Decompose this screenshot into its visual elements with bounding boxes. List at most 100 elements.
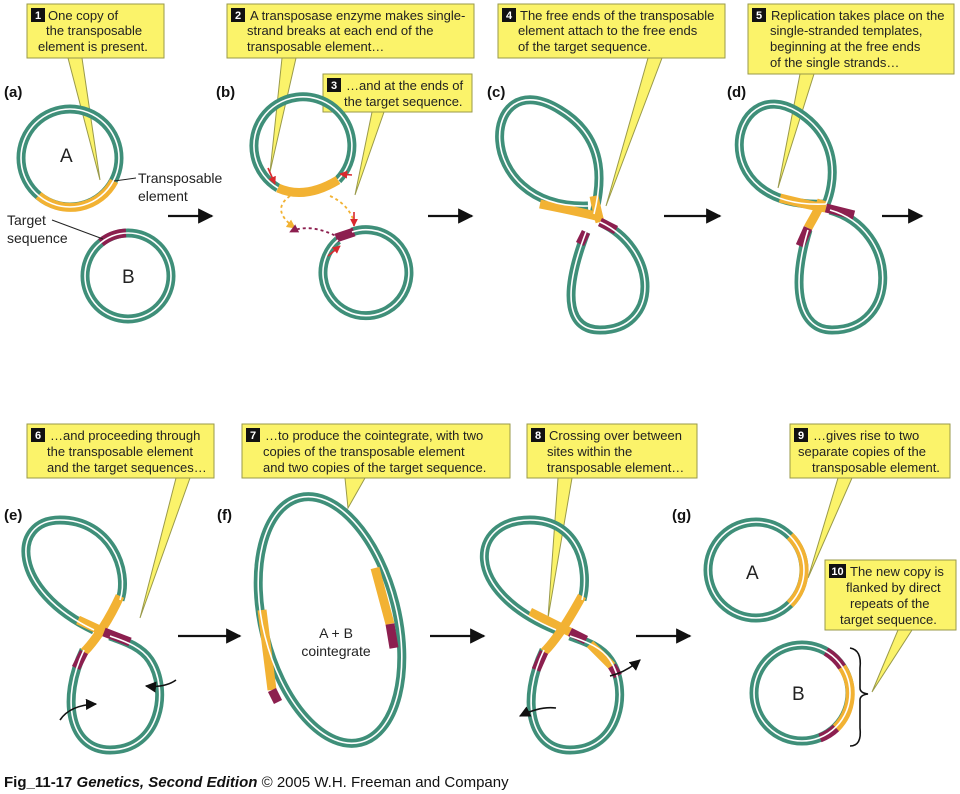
callout-2-tail — [269, 57, 297, 173]
callout-7-line-1: …to produce the cointegrate, with two — [265, 428, 483, 443]
callout-1-line-1: One copy of — [48, 8, 118, 23]
panel-label-d: (d) — [727, 84, 746, 101]
callout-6-line-1: …and proceeding through — [50, 428, 200, 443]
callout-10-number: 10 — [831, 566, 843, 578]
callout-7: 7 …to produce the cointegrate, with two … — [241, 423, 511, 479]
callout-7-tail — [344, 477, 366, 510]
callout-3-line-2: the target sequence. — [344, 94, 463, 109]
plasmid-b — [80, 228, 176, 324]
label-target: Target — [7, 212, 46, 228]
panel-e — [21, 515, 177, 755]
figure8-c-top — [495, 95, 604, 216]
callout-2: 2 A transposase enzyme makes single- str… — [226, 3, 475, 59]
callout-4-line-1: The free ends of the transposable — [520, 8, 714, 23]
panel-label-g: (g) — [672, 507, 691, 524]
callout-4-tail — [605, 57, 663, 207]
label-b: B — [122, 267, 135, 288]
panel-g: A B — [703, 517, 869, 747]
label-b-g: B — [792, 684, 805, 705]
panel-label-e: (e) — [4, 507, 22, 524]
callout-7-line-3: and two copies of the target sequence. — [263, 460, 486, 475]
panel-label-b: (b) — [216, 84, 235, 101]
panel-f: A + B cointegrate — [253, 492, 407, 748]
callout-10-badge — [829, 564, 846, 578]
label-sequence: sequence — [7, 230, 68, 246]
callout-3-tail — [354, 111, 385, 196]
callout-2-line-3: transposable element… — [247, 39, 384, 54]
process-arrows — [168, 208, 924, 644]
panel-label-a: (a) — [4, 84, 22, 101]
panel-b — [249, 92, 414, 321]
break-arrow-2 — [339, 170, 353, 179]
callout-10-line-3: repeats of the — [850, 596, 930, 611]
callout-10-line-2: flanked by direct — [846, 580, 941, 595]
callout-7-number: 7 — [250, 430, 256, 442]
callout-8-number: 8 — [535, 430, 541, 442]
plasmid-g-b — [749, 640, 855, 746]
panel-label-c: (c) — [487, 84, 505, 101]
callout-6-line-3: and the target sequences… — [47, 460, 207, 475]
callout-4-line-3: of the target sequence. — [518, 39, 651, 54]
figure-caption: Fig_11-17 Genetics, Second Edition © 200… — [4, 774, 509, 791]
break-arrow-1 — [267, 167, 276, 185]
callout-6-number: 6 — [35, 430, 41, 442]
callout-9-line-1: …gives rise to two — [813, 428, 919, 443]
callout-5-line-4: of the single strands… — [770, 55, 899, 70]
dashed-te-arrow-2 — [329, 195, 356, 226]
caption-fig: Fig_11-17 — [4, 774, 73, 791]
callout-8-line-2: sites within the — [547, 444, 632, 459]
callout-2-line-2: strand breaks at each end of the — [247, 23, 433, 38]
direct-repeat-brace — [849, 647, 869, 747]
callout-8-line-1: Crossing over between — [549, 428, 682, 443]
callout-10-line-4: target sequence. — [840, 612, 937, 627]
callout-9: 9 …gives rise to two separate copies of … — [789, 423, 951, 479]
te-leader-line — [113, 177, 137, 182]
callout-5-line-1: Replication takes place on the — [771, 8, 944, 23]
callout-9-line-2: separate copies of the — [798, 444, 926, 459]
callout-5-line-2: single-stranded templates, — [770, 23, 922, 38]
callout-8-tail — [547, 477, 573, 619]
callout-6-line-2: the transposable element — [47, 444, 193, 459]
callout-4-line-2: element attach to the free ends — [518, 23, 698, 38]
callout-10-tail — [871, 629, 913, 693]
panel-crossover — [480, 515, 641, 755]
callout-7-badge — [246, 428, 260, 442]
callout-4: 4 The free ends of the transposable elem… — [497, 3, 726, 59]
panel-c — [495, 95, 650, 335]
callout-1-line-3: element is present. — [38, 39, 148, 54]
label-a: A — [60, 146, 73, 167]
callout-5-number: 5 — [756, 10, 762, 22]
callout-2-badge — [231, 8, 245, 22]
callout-8-line-3: transposable element… — [547, 460, 684, 475]
callout-5-tail — [777, 73, 815, 189]
dashed-te-arrow — [280, 195, 296, 229]
callout-6-badge — [31, 428, 45, 442]
callout-1-badge — [31, 8, 45, 22]
plasmid-b-bottom — [318, 225, 414, 321]
callout-7-line-2: copies of the transposable element — [263, 444, 465, 459]
callout-2-number: 2 — [235, 10, 241, 22]
label-transposable: Transposable — [138, 170, 223, 186]
label-a-plus-b: A + B — [319, 625, 353, 641]
caption-rest: © 2005 W.H. Freeman and Company — [261, 774, 509, 791]
callout-1-number: 1 — [35, 10, 41, 22]
rotation-arrow-x1 — [518, 706, 557, 717]
plasmid-b-top — [249, 92, 357, 197]
callout-9-badge — [794, 428, 808, 442]
callout-5-badge — [752, 8, 766, 22]
callout-3-line-1: …and at the ends of — [346, 78, 463, 93]
callout-5-line-3: beginning at the free ends — [770, 39, 921, 54]
callout-10: 10 The new copy is flanked by direct rep… — [824, 559, 957, 631]
rotation-arrow-e2 — [144, 679, 177, 693]
callout-3-badge — [327, 78, 341, 92]
callout-4-number: 4 — [506, 10, 513, 22]
callout-9-line-3: transposable element. — [812, 460, 940, 475]
rotation-arrow-x2 — [609, 659, 641, 677]
callout-6-tail — [139, 477, 191, 619]
callout-6: 6 …and proceeding through the transposab… — [26, 423, 215, 479]
panel-d — [734, 99, 888, 335]
panel-label-f: (f) — [217, 507, 232, 524]
callout-8-badge — [531, 428, 545, 442]
plasmid-a — [16, 104, 124, 212]
